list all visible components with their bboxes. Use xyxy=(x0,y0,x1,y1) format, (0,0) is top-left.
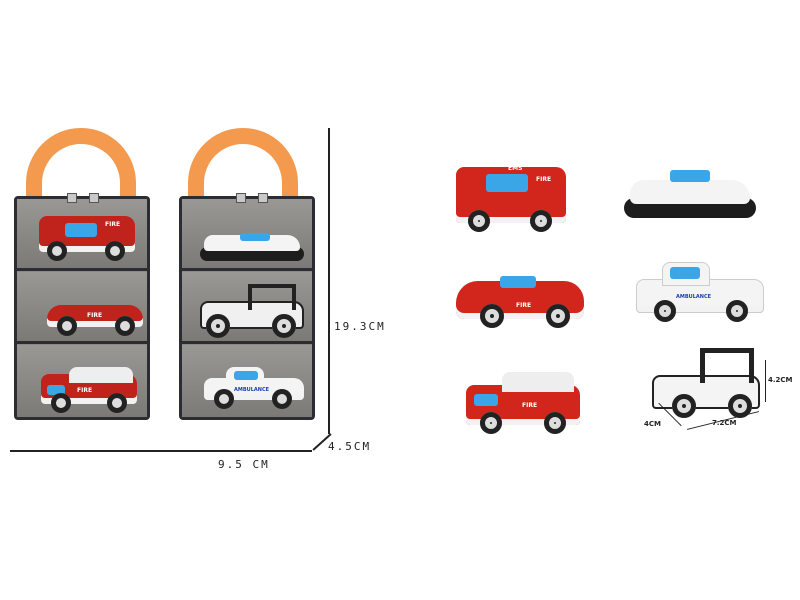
fire-car: FIRE xyxy=(47,300,143,336)
depth-label: 4.5CM xyxy=(328,440,372,453)
case-slot xyxy=(182,272,312,344)
jeep-length-label: 7.2CM xyxy=(712,419,737,427)
case-slot: FIRE xyxy=(17,345,147,417)
height-label: 19.3CM xyxy=(334,320,386,333)
case-slot xyxy=(182,193,312,271)
fire-truck-loose: FIRE xyxy=(466,372,580,434)
jeep-height-line xyxy=(765,360,766,402)
fire-van-loose: EMS FIRE xyxy=(456,160,566,232)
width-label: 9.5 CM xyxy=(218,458,270,471)
jeep xyxy=(200,282,304,338)
ambulance-pickup-loose: AMBULANCE xyxy=(636,262,764,322)
jeep-height-label: 4.2CM xyxy=(768,376,793,384)
fire-van: FIRE xyxy=(39,213,135,261)
hovercraft xyxy=(200,225,304,261)
ambulance-pickup: AMBULANCE xyxy=(204,367,304,409)
case-slot: AMBULANCE xyxy=(182,345,312,417)
carry-case-left: FIRE FIRE FIRE xyxy=(14,193,150,420)
dimension-line-width xyxy=(10,450,312,452)
jeep-loose xyxy=(652,346,760,418)
carry-case-right: AMBULANCE xyxy=(179,193,315,420)
case-slot: FIRE xyxy=(17,272,147,344)
fire-car-loose: FIRE xyxy=(456,266,584,328)
hovercraft-loose xyxy=(624,158,756,218)
dimension-line-height xyxy=(328,128,330,434)
case-slot: FIRE xyxy=(17,193,147,271)
jeep-depth-label: 4CM xyxy=(644,420,661,428)
fire-truck: FIRE xyxy=(41,365,137,413)
